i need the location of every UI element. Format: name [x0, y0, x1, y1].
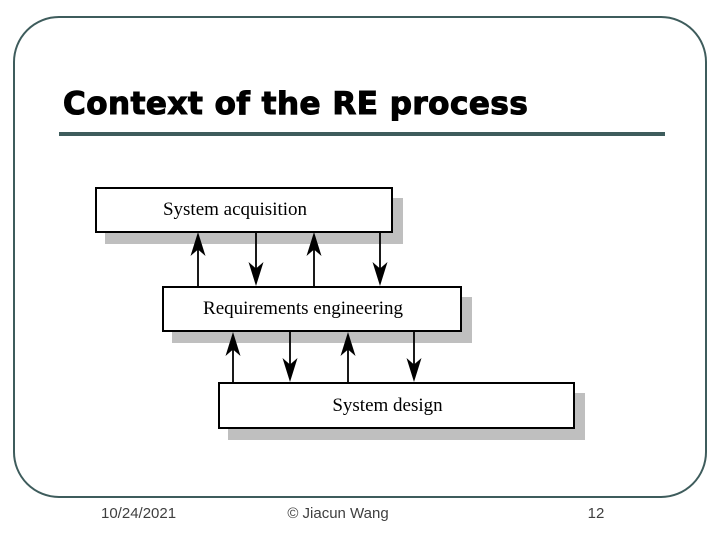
down-arrow — [282, 332, 298, 382]
footer-date: 10/24/2021 — [101, 505, 177, 522]
footer-copyright: © Jiacun Wang — [287, 505, 389, 522]
footer-page-number: 12 — [587, 505, 605, 522]
title-underline — [59, 132, 665, 136]
down-arrow — [248, 232, 264, 286]
slide-border-frame — [13, 16, 707, 498]
up-arrow — [306, 232, 322, 286]
diagram-box-system-acquisition: System acquisition — [95, 187, 393, 233]
slide-title: Context of the RE process — [62, 85, 529, 122]
box-label-system-acquisition: System acquisition — [162, 199, 308, 220]
down-arrow — [372, 232, 388, 286]
diagram-box-system-design: System design — [218, 382, 575, 429]
up-arrow — [340, 332, 356, 382]
box-label-system-design: System design — [332, 394, 443, 416]
up-arrow — [190, 232, 206, 286]
diagram-box-requirements-engineering: Requirements engineering — [162, 286, 462, 332]
box-label-requirements-engineering: Requirements engineering — [203, 298, 403, 319]
up-arrow — [225, 332, 241, 382]
down-arrow — [406, 332, 422, 382]
